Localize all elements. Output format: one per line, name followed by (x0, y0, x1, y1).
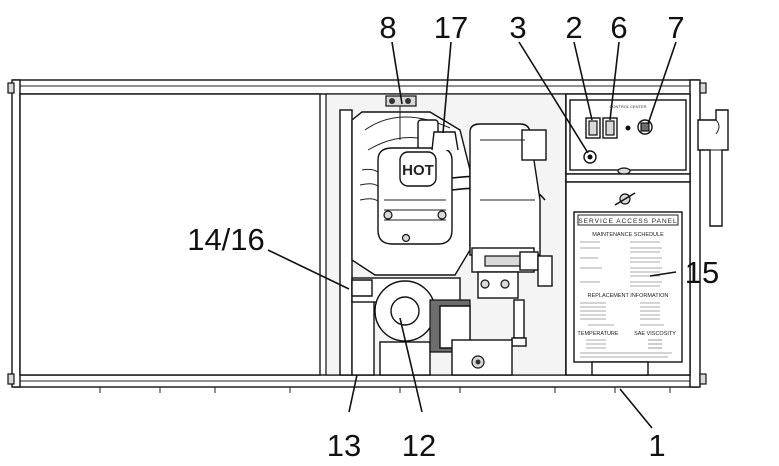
control-center-title: CONTROL CENTER (610, 104, 647, 109)
callout-12: 12 (402, 428, 436, 463)
callout-1: 1 (648, 428, 665, 463)
service-panel-title: SERVICE ACCESS PANEL (578, 218, 677, 225)
callout-8: 8 (379, 10, 396, 45)
maintenance-heading: MAINTENANCE SCHEDULE (592, 232, 664, 238)
callout-3: 3 (509, 10, 526, 45)
callout-15: 15 (685, 255, 719, 290)
left-side-panel (19, 93, 321, 376)
callout-17: 17 (434, 10, 468, 45)
callout-13: 13 (327, 428, 361, 463)
engine-compartment: HOT (325, 93, 567, 376)
callout-labels: 8 17 3 2 6 7 14/16 15 13 12 1 (187, 10, 719, 463)
control-center: CONTROL CENTER (565, 93, 691, 183)
viscosity-rows (580, 339, 672, 358)
service-access-panel: SERVICE ACCESS PANEL MAINTENANCE SCHEDUL… (565, 181, 691, 376)
replacement-rows (580, 302, 664, 326)
hot-warning-label: HOT (402, 162, 434, 179)
callout-6: 6 (610, 10, 627, 45)
callout-14-16: 14/16 (187, 222, 265, 257)
exhaust-outlet (697, 109, 729, 227)
temperature-heading: TEMPERATURE (577, 331, 618, 337)
replacement-heading: REPLACEMENT INFORMATION (588, 293, 669, 299)
viscosity-heading: SAE VISCOSITY (634, 331, 676, 337)
leader-lines (267, 41, 677, 429)
callout-2: 2 (565, 10, 582, 45)
callout-7: 7 (667, 10, 684, 45)
